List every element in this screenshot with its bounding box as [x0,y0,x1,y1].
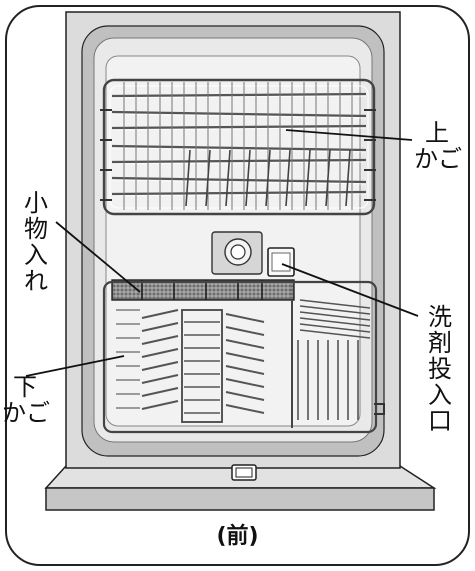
rack-wire [325,149,331,207]
rack-wire [265,149,271,207]
rack-wire [225,391,265,401]
small-items-basket [111,279,295,301]
rack-wire [185,149,191,207]
rack-wire [141,387,179,397]
front-caption: (前) [216,524,259,549]
rack-wire [225,313,265,323]
rack-wire [141,361,179,371]
rack-wire [111,176,367,184]
rack-wire [225,352,265,362]
leader-small-items [55,221,141,293]
rack-wire [111,127,367,131]
rack-wire [111,179,367,185]
leader-lines [25,129,419,377]
leader-lower-rack [25,355,125,377]
rack-wire [225,365,265,375]
label-detergent-inlet: 洗 剤 投 入 口 [428,303,452,435]
lower-rack [102,280,385,434]
rack-wire [225,339,265,349]
rack-wire [111,92,367,98]
rack-wire [205,149,211,207]
rack-wire [299,323,371,333]
detergent-inlet [267,247,295,277]
rack-wire [225,326,265,336]
upper-rack [100,78,376,216]
rack-wire [111,161,367,165]
rack-wire [225,378,265,388]
rack-wire [111,147,367,153]
rack-wire [111,110,367,118]
rack-wire [141,309,179,319]
rack-wire [141,348,179,358]
leader-detergent-inlet [281,263,419,317]
label-upper-rack: 上 かご [414,119,462,173]
spray-arm-hub [211,231,263,275]
rack-wire [141,374,179,384]
rack-wire [111,124,367,130]
rack-wire [299,299,371,309]
rack-wire [111,95,367,99]
label-small-items-basket: 小 物 入 れ [24,189,48,295]
rack-wire [285,149,291,207]
rack-wire [305,149,311,207]
rack-wire [111,144,367,152]
rack-wire [245,149,251,207]
rack-wire [299,317,371,327]
rack-wire [225,404,265,414]
rack-wire [111,113,367,119]
rack-wire [141,322,179,332]
rack-wire [111,190,367,196]
rack-wire [141,400,179,410]
rack-wire [111,158,367,164]
rack-wire [299,311,371,321]
rack-wire [141,335,179,345]
rack-wire [299,305,371,315]
rack-wire [225,149,231,207]
label-lower-rack: 下 かご [2,373,50,427]
rack-wire [345,149,351,207]
rack-wire [299,329,371,339]
leader-upper-rack [285,129,413,141]
rack-wire [111,193,367,197]
